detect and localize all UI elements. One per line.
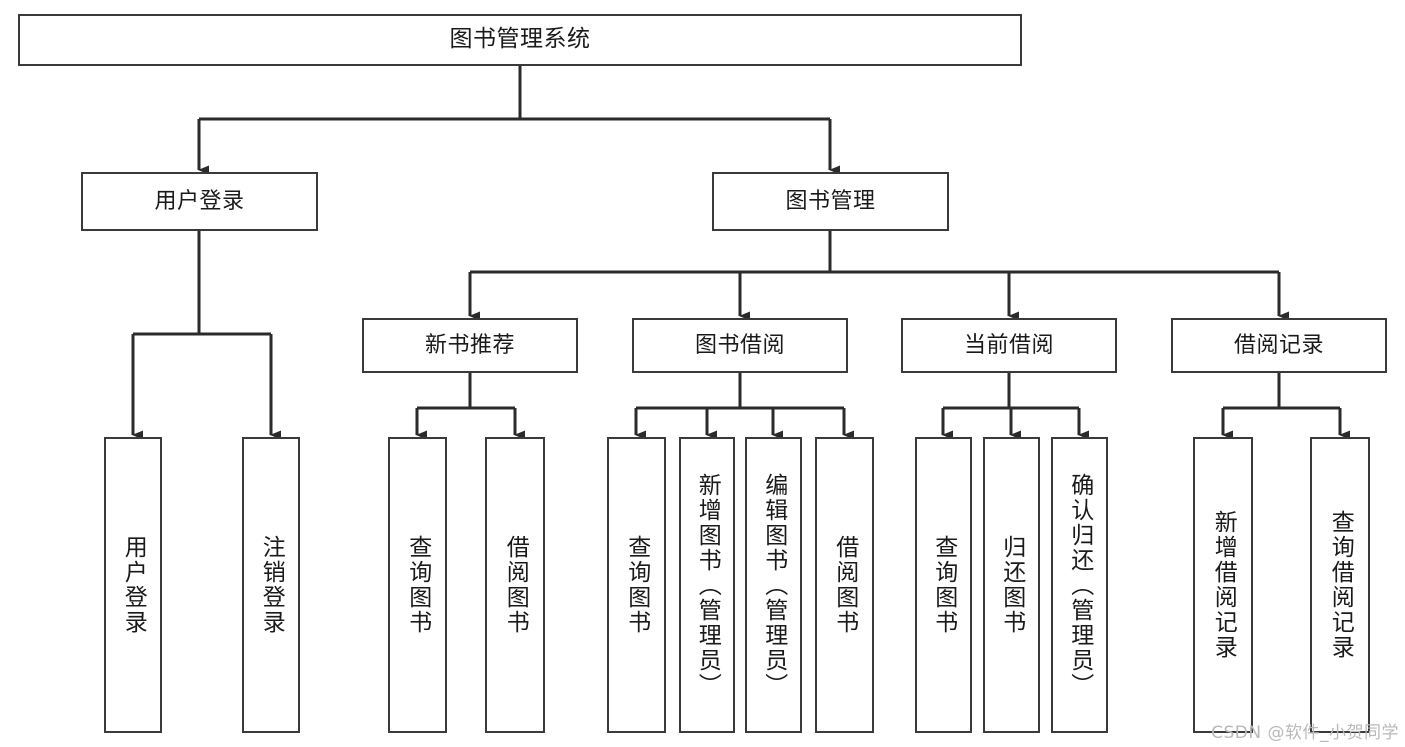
node-book-management-label: 图书管理 — [785, 188, 876, 214]
node-current-borrow[interactable]: 当前借阅 — [901, 318, 1117, 373]
node-book-management[interactable]: 图书管理 — [712, 172, 949, 231]
leaf-edit-book-admin-label: 编辑图书（管理员） — [760, 472, 787, 698]
leaf-newbook-query-books-label: 查询图书 — [404, 535, 431, 635]
leaf-query-borrow-record-label: 查询借阅记录 — [1327, 510, 1354, 660]
leaf-query-borrow-record[interactable]: 查询借阅记录 — [1310, 437, 1370, 733]
node-new-book-recommend[interactable]: 新书推荐 — [362, 318, 578, 373]
leaf-borrow-query-books[interactable]: 查询图书 — [607, 437, 666, 733]
leaf-add-book-admin-label: 新增图书（管理员） — [694, 472, 721, 698]
leaf-add-borrow-record[interactable]: 新增借阅记录 — [1193, 437, 1253, 733]
leaf-borrow-books-label: 借阅图书 — [831, 535, 858, 635]
node-root[interactable]: 图书管理系统 — [18, 14, 1022, 66]
leaf-newbook-query-books[interactable]: 查询图书 — [388, 437, 447, 733]
leaf-borrow-books[interactable]: 借阅图书 — [815, 437, 874, 733]
node-borrow-records[interactable]: 借阅记录 — [1171, 318, 1387, 373]
node-new-book-recommend-label: 新书推荐 — [424, 332, 515, 358]
watermark: CSDN @软件_小贺同学 — [1211, 723, 1399, 743]
leaf-current-query-books-label: 查询图书 — [930, 535, 957, 635]
node-book-borrow[interactable]: 图书借阅 — [632, 318, 848, 373]
leaf-current-query-books[interactable]: 查询图书 — [915, 437, 972, 733]
node-user-login-label: 用户登录 — [154, 188, 245, 214]
leaf-add-borrow-record-label: 新增借阅记录 — [1210, 510, 1237, 660]
node-book-borrow-label: 图书借阅 — [694, 332, 785, 358]
leaf-confirm-return-admin[interactable]: 确认归还（管理员） — [1051, 437, 1108, 733]
leaf-edit-book-admin[interactable]: 编辑图书（管理员） — [745, 437, 802, 733]
leaf-confirm-return-admin-label: 确认归还（管理员） — [1066, 472, 1093, 698]
leaf-logout[interactable]: 注销登录 — [242, 437, 300, 733]
leaf-newbook-borrow-books-label: 借阅图书 — [502, 535, 529, 635]
leaf-logout-label: 注销登录 — [258, 535, 285, 635]
leaf-user-login[interactable]: 用户登录 — [104, 437, 162, 733]
node-borrow-records-label: 借阅记录 — [1233, 332, 1324, 358]
node-root-label: 图书管理系统 — [449, 26, 591, 53]
node-current-borrow-label: 当前借阅 — [963, 332, 1054, 358]
leaf-user-login-label: 用户登录 — [120, 535, 147, 635]
node-user-login[interactable]: 用户登录 — [81, 172, 318, 231]
leaf-return-books-label: 归还图书 — [998, 535, 1025, 635]
leaf-add-book-admin[interactable]: 新增图书（管理员） — [679, 437, 735, 733]
leaf-borrow-query-books-label: 查询图书 — [623, 535, 650, 635]
leaf-newbook-borrow-books[interactable]: 借阅图书 — [485, 437, 545, 733]
leaf-return-books[interactable]: 归还图书 — [983, 437, 1040, 733]
